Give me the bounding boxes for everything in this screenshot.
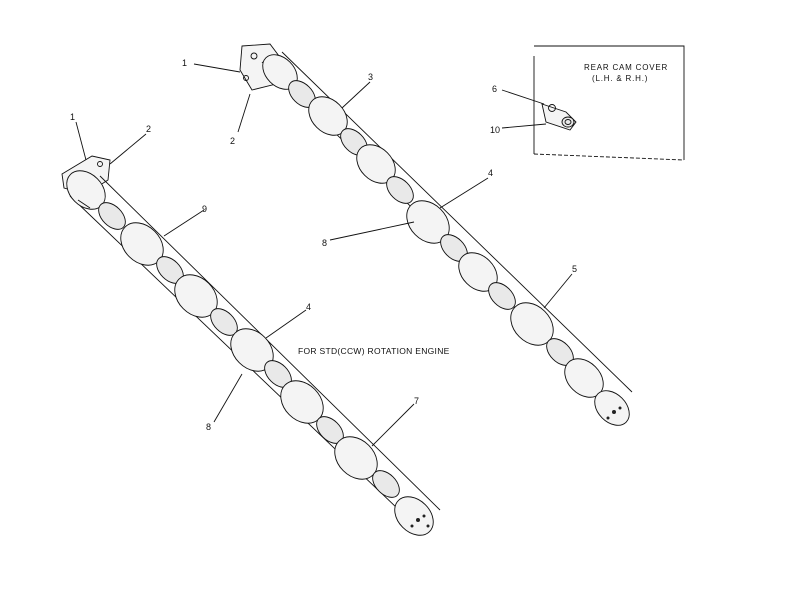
callout-left-8: 8 — [206, 422, 211, 432]
inset-title-line1: REAR CAM COVER — [584, 63, 668, 72]
callout-left-4: 4 — [306, 302, 311, 312]
callout-left-2: 2 — [146, 124, 151, 134]
right-cam-leaders — [193, 63, 573, 309]
right-camshaft: 1 2 3 4 8 5 — [182, 43, 633, 426]
right-cam-lobes — [262, 54, 630, 426]
left-cam-leaders — [75, 121, 415, 447]
callout-right-1: 1 — [182, 58, 187, 68]
inset-title-line2: (L.H. & R.H.) — [592, 74, 648, 83]
callout-right-2: 2 — [230, 136, 235, 146]
callout-left-7: 7 — [414, 396, 419, 406]
callout-inset-6: 6 — [492, 84, 497, 94]
callout-right-3: 3 — [368, 72, 373, 82]
callout-right-5: 5 — [572, 264, 577, 274]
callout-inset-10: 10 — [490, 125, 500, 135]
callout-right-4: 4 — [488, 168, 493, 178]
callout-right-8: 8 — [322, 238, 327, 248]
left-cam-lobes — [66, 170, 434, 536]
rotation-caption: FOR STD(CCW) ROTATION ENGINE — [298, 346, 450, 356]
callout-left-1: 1 — [70, 112, 75, 122]
left-camshaft: 1 2 9 4 8 7 — [61, 112, 441, 536]
callout-left-9: 9 — [202, 204, 207, 214]
rear-cam-cover-inset: REAR CAM COVER (L.H. & R.H.) 6 10 — [490, 45, 685, 161]
cam-cover-part — [541, 103, 577, 131]
